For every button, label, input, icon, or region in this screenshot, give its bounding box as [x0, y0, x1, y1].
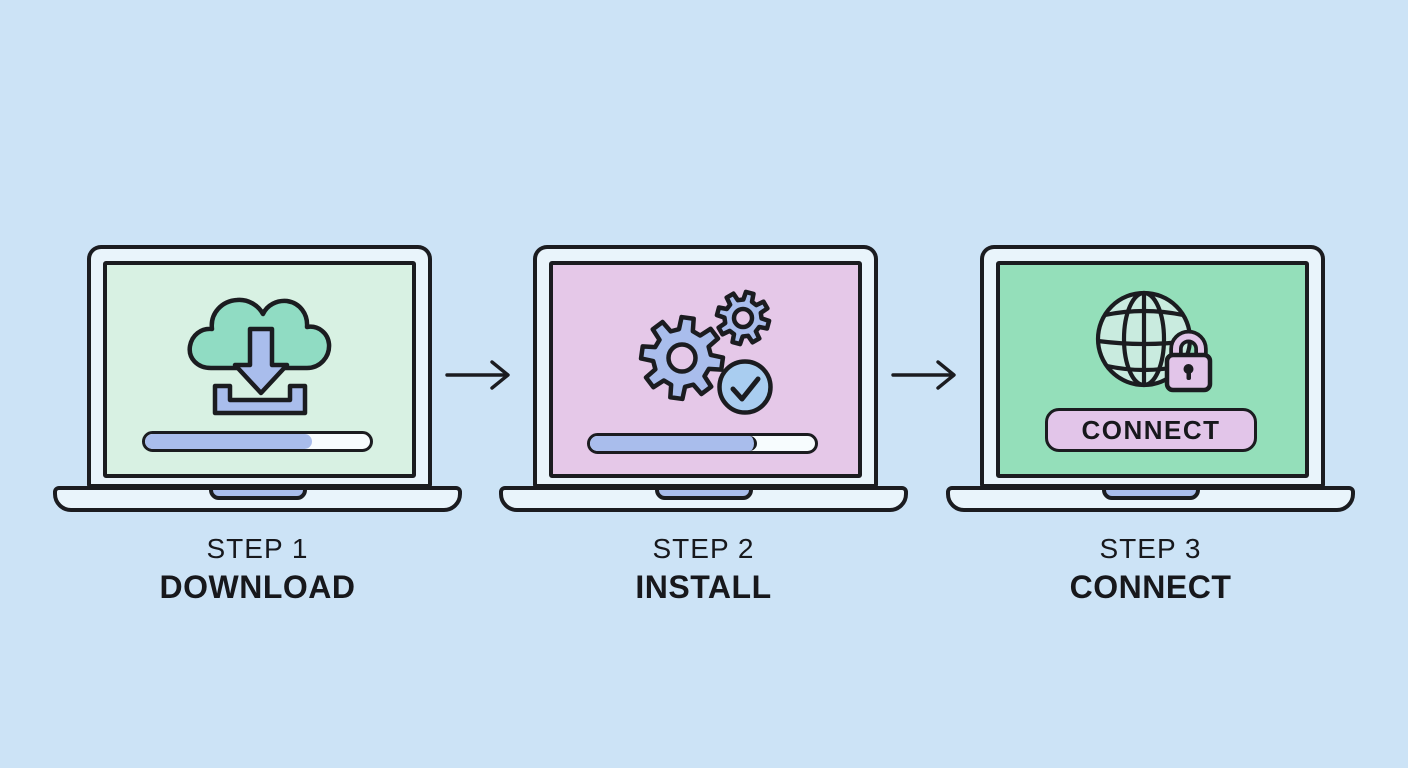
laptop-screen: CONNECT [996, 261, 1309, 478]
cloud-download-icon [187, 297, 332, 416]
laptop-hinge [654, 486, 753, 500]
install-progress-bar [587, 433, 818, 454]
globe-lock-icon [1095, 290, 1213, 393]
laptop-lid [87, 245, 432, 488]
laptop-lid [533, 245, 878, 488]
laptop-screen [549, 261, 862, 478]
laptop-hinge [1101, 486, 1200, 500]
laptop-base [499, 486, 908, 512]
step-install: STEP 2 INSTALL [499, 245, 908, 645]
download-progress-bar [142, 431, 373, 452]
step-label: STEP 1 [206, 533, 309, 564]
step-connect: CONNECT STEP 3 CONNECT [946, 245, 1355, 645]
connect-button[interactable]: CONNECT [1045, 408, 1257, 452]
step-download: STEP 1 DOWNLOAD [53, 245, 462, 645]
laptop-base [946, 486, 1355, 512]
step-name: CONNECT [1069, 569, 1232, 605]
step-label: STEP 3 [1099, 533, 1202, 564]
step-caption: STEP 1 DOWNLOAD [53, 533, 462, 606]
download-progress-fill [145, 434, 312, 449]
laptop-base [53, 486, 462, 512]
step-caption: STEP 2 INSTALL [499, 533, 908, 606]
right-arrow-icon [890, 360, 962, 390]
step-label: STEP 2 [652, 533, 755, 564]
right-arrow-icon [444, 360, 516, 390]
step-name: DOWNLOAD [159, 569, 356, 605]
laptop-hinge [208, 486, 307, 500]
laptop-screen [103, 261, 416, 478]
laptop-lid: CONNECT [980, 245, 1325, 488]
step-caption: STEP 3 CONNECT [946, 533, 1355, 606]
step-name: INSTALL [635, 569, 772, 605]
gears-check-icon [553, 284, 777, 415]
install-progress-fill [590, 436, 757, 451]
